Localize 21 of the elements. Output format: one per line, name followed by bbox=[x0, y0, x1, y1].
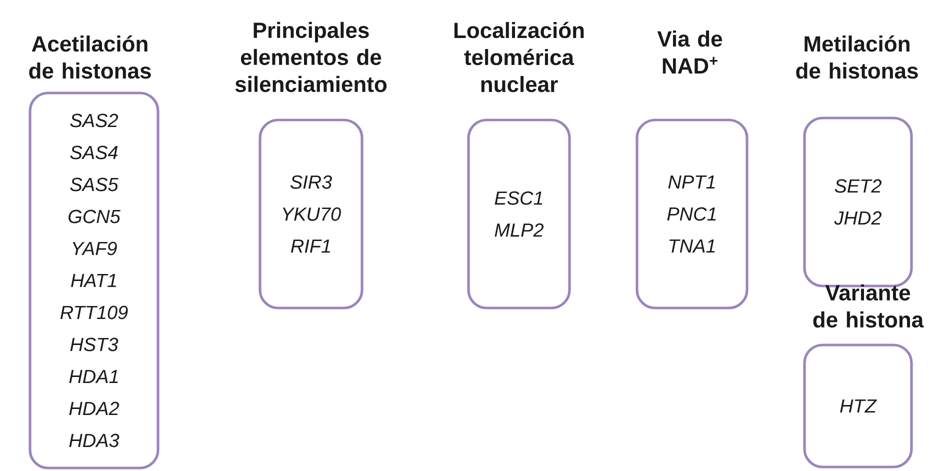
gene-list-box: NPT1 PNC1 TNA1 bbox=[636, 118, 748, 310]
node-label: SAS5 bbox=[70, 178, 118, 192]
node-label: HDA2 bbox=[69, 402, 120, 416]
node-label: HDA1 bbox=[69, 370, 118, 384]
gene-list-box: SIR3 YKU70 RIF1 bbox=[258, 118, 364, 310]
node-label: SAS2 bbox=[70, 114, 118, 128]
node-label: HST3 bbox=[70, 338, 118, 352]
node-label: RTT109 bbox=[60, 306, 128, 320]
group-heading: Localización telomérica nuclear bbox=[454, 22, 584, 92]
group-heading: Principales elementos de silenciamiento bbox=[235, 22, 387, 92]
node-label: GCN5 bbox=[68, 210, 120, 224]
group-heading: Via de NAD$^{+}$ bbox=[657, 30, 722, 74]
gene-list-box: HTZ bbox=[803, 344, 913, 468]
gene-list-box: SAS2 SAS4 SAS5 GCN5 YAF9 HAT1 RTT109 HST3 HDA1 HDA2 HDA3 bbox=[28, 92, 160, 470]
gene-list-box: ESC1 MLP2 bbox=[467, 118, 571, 310]
group-heading: Metilación de histonas bbox=[796, 35, 918, 79]
node-label: HDA3 bbox=[69, 434, 120, 448]
node-label: SAS4 bbox=[70, 146, 118, 160]
node-label: YAF9 bbox=[72, 242, 117, 256]
node-label: HAT1 bbox=[71, 274, 116, 288]
group-heading: Acetilación de histonas bbox=[29, 35, 151, 79]
